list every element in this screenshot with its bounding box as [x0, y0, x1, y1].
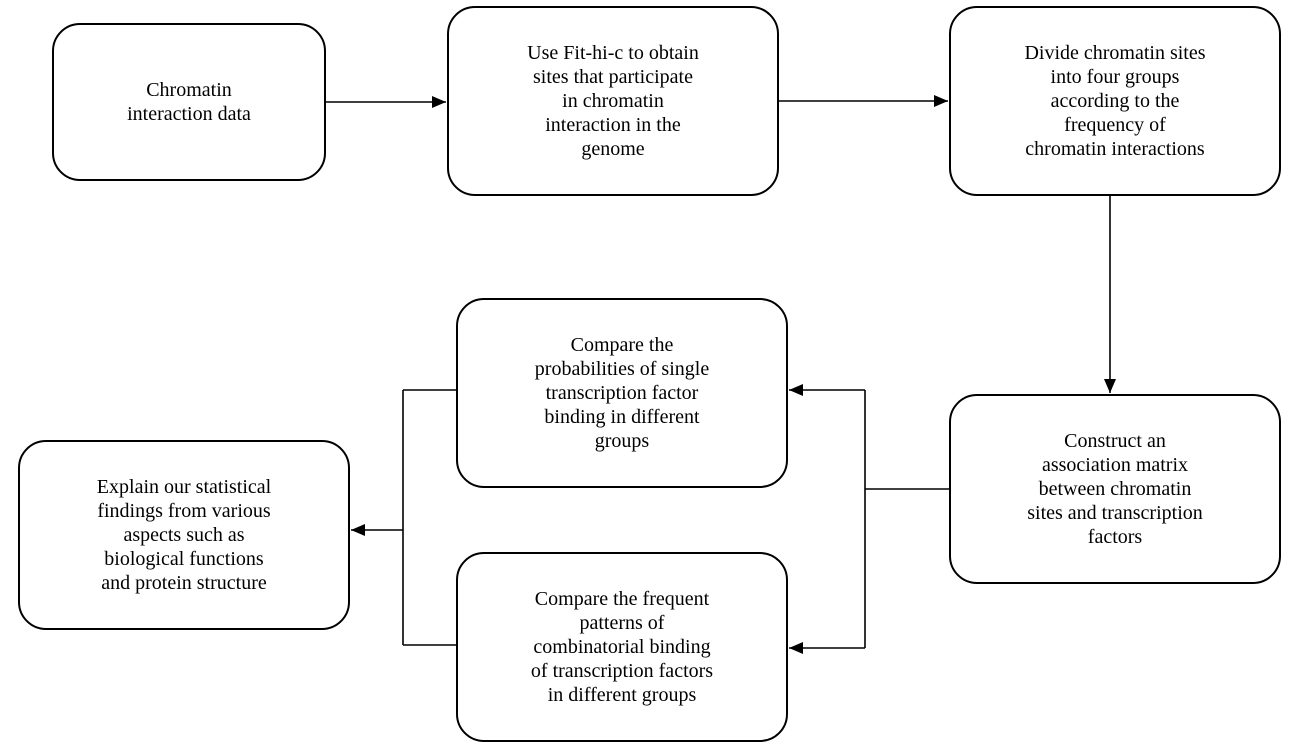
node-label: Explain our statistical findings from va…: [96, 476, 272, 594]
node-label: Compare the frequent patterns of combina…: [530, 588, 714, 706]
node-fit-hi-c-sites: Use Fit-hi-c to obtain sites that partic…: [447, 6, 779, 196]
node-chromatin-interaction-data: Chromatin interaction data: [52, 23, 326, 181]
node-label: Divide chromatin sites into four groups …: [1024, 42, 1206, 160]
node-label: Chromatin interaction data: [127, 79, 251, 125]
node-compare-single-binding: Compare the probabilities of single tran…: [456, 298, 788, 488]
node-label: Use Fit-hi-c to obtain sites that partic…: [527, 42, 699, 160]
node-label: Compare the probabilities of single tran…: [534, 334, 710, 452]
node-compare-combinatorial-binding: Compare the frequent patterns of combina…: [456, 552, 788, 742]
node-explain-findings: Explain our statistical findings from va…: [18, 440, 350, 630]
node-label: Construct an association matrix between …: [1027, 430, 1203, 548]
node-divide-into-groups: Divide chromatin sites into four groups …: [949, 6, 1281, 196]
node-association-matrix: Construct an association matrix between …: [949, 394, 1281, 584]
